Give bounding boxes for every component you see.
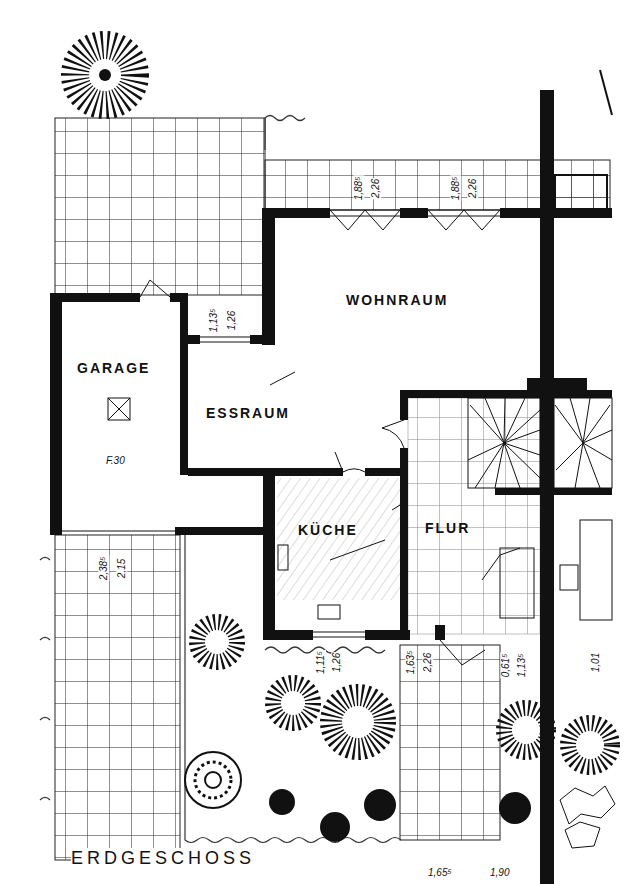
dimension: 1,26 — [226, 310, 237, 331]
dimension: F.30 — [105, 455, 126, 466]
dimension: 2,38⁵ — [98, 556, 109, 582]
caption: ERDGESCHOSS — [71, 848, 255, 869]
stairs — [108, 398, 612, 620]
openings — [62, 210, 520, 665]
dimension: 2,26 — [467, 178, 478, 199]
room-name: FLUR — [425, 520, 470, 536]
dimension: 1,13⁵ — [516, 653, 527, 679]
dimension: 1,90 — [489, 867, 510, 878]
dimension: 1,13⁵ — [208, 308, 219, 334]
room-area: ESSRAUM — [203, 403, 293, 423]
dimension: 1,88⁵ — [450, 176, 461, 202]
dimension: 0,61⁵ — [500, 653, 511, 679]
dimension: 1,65⁵ — [427, 867, 453, 878]
dimension: 1,11⁵ — [315, 650, 326, 675]
room-area: WOHNRAUM — [343, 290, 451, 310]
dimension: 1,63⁵ — [405, 650, 416, 676]
room-name: WOHNRAUM — [346, 292, 448, 308]
room-name: ESSRAUM — [206, 405, 290, 421]
room-name: GARAGE — [77, 360, 150, 376]
trees — [75, 45, 615, 848]
dimension: 2,15 — [116, 558, 127, 579]
room-area: KÜCHE — [295, 520, 361, 540]
room-area: GARAGE — [74, 358, 153, 378]
dimension: 1,88⁵ — [353, 176, 364, 202]
room-area: FLUR — [422, 518, 473, 538]
dimension: 1,26 — [331, 652, 342, 673]
walls — [50, 90, 612, 884]
dimension: 1,01 — [590, 652, 601, 673]
hedge — [40, 116, 401, 843]
dimension: 2,26 — [370, 178, 381, 199]
room-name: KÜCHE — [298, 522, 358, 538]
dimension: 2,26 — [422, 652, 433, 673]
